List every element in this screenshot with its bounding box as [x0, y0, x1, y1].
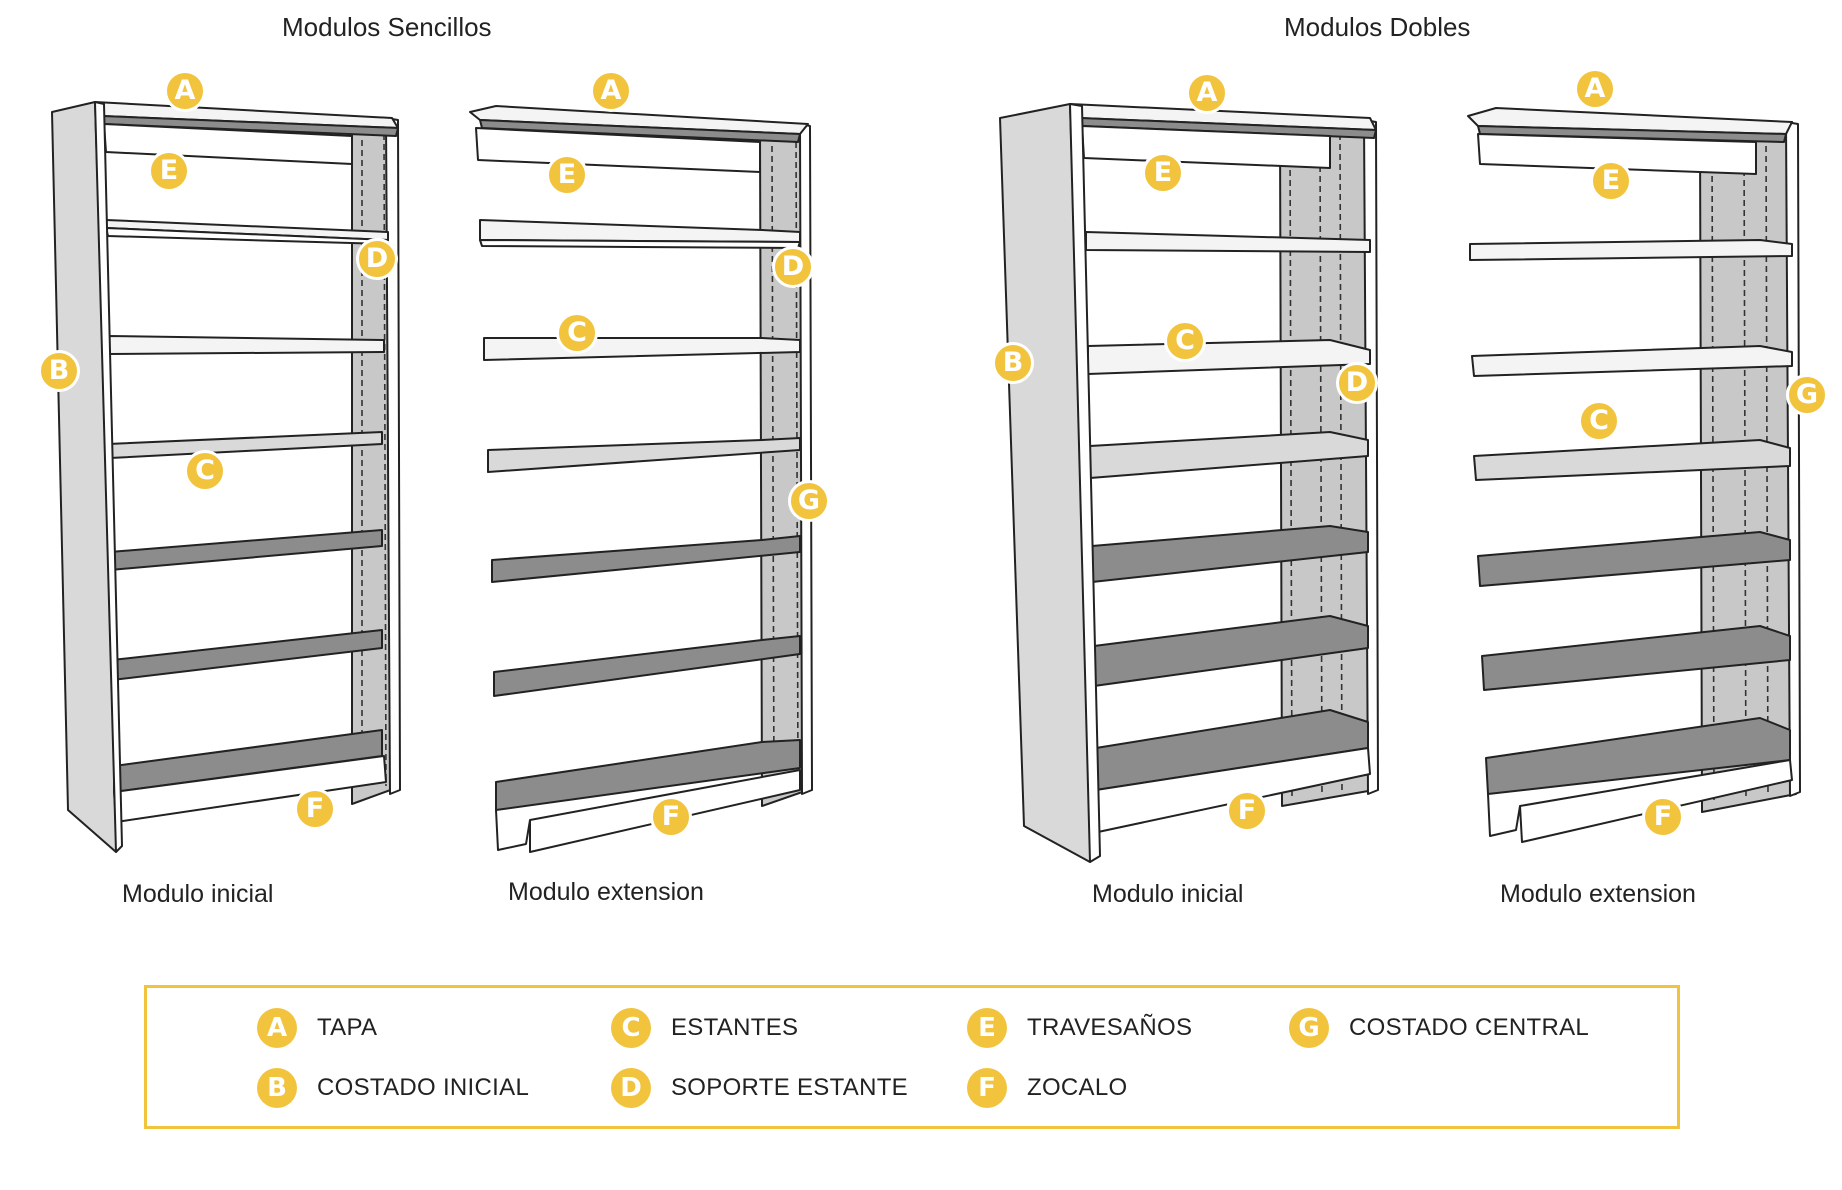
badge-c: C	[1164, 320, 1206, 362]
badge-c: C	[184, 450, 226, 492]
badge-c: C	[1578, 400, 1620, 442]
crossbar	[1477, 133, 1757, 175]
badge-a: A	[1186, 72, 1228, 114]
badge-c: C	[556, 312, 598, 354]
badge-g: G	[788, 480, 830, 522]
single-initial-label: Modulo inicial	[122, 880, 274, 908]
badge-f: F	[650, 796, 692, 838]
legend-badge: B	[257, 1068, 297, 1108]
double-initial-module	[999, 103, 1379, 863]
legend-label: COSTADO INICIAL	[317, 1074, 530, 1101]
badge-e: E	[148, 150, 190, 192]
badge-a: A	[1574, 68, 1616, 110]
legend-badge: E	[967, 1008, 1007, 1048]
badge-d: D	[356, 238, 398, 280]
legend-badge: A	[257, 1008, 297, 1048]
single-extension-module	[469, 105, 813, 853]
legend-label: ZOCALO	[1027, 1074, 1128, 1101]
legend-badge: G	[1289, 1008, 1329, 1048]
legend-item-costado-central: G COSTADO CENTRAL	[1289, 1008, 1589, 1048]
badge-e: E	[546, 154, 588, 196]
badge-e: E	[1142, 152, 1184, 194]
legend-badge: F	[967, 1068, 1007, 1108]
badge-d: D	[772, 246, 814, 288]
legend-item-costado-inicial: B COSTADO INICIAL	[257, 1068, 529, 1108]
badge-f: F	[1642, 796, 1684, 838]
badge-g: G	[1786, 374, 1828, 416]
double-initial-label: Modulo inicial	[1092, 880, 1244, 908]
legend-badge: C	[611, 1008, 651, 1048]
badge-a: A	[590, 70, 632, 112]
double-extension-module	[1467, 107, 1801, 843]
crossbar	[475, 127, 761, 173]
legend-item-soporte-estante: D SOPORTE ESTANTE	[611, 1068, 908, 1108]
badge-b: B	[992, 342, 1034, 384]
legend-label: ESTANTES	[671, 1014, 799, 1041]
legend-label: TRAVESAÑOS	[1027, 1014, 1193, 1041]
single-modules-heading: Modulos Sencillos	[282, 12, 492, 42]
single-extension-label: Modulo extension	[508, 878, 704, 906]
badge-a: A	[164, 70, 206, 112]
top-panel	[469, 105, 809, 135]
badge-d: D	[1336, 362, 1378, 404]
badge-f: F	[294, 788, 336, 830]
badge-b: B	[38, 350, 80, 392]
double-extension-label: Modulo extension	[1500, 880, 1696, 908]
legend-label: TAPA	[317, 1014, 378, 1041]
badge-e: E	[1590, 160, 1632, 202]
back-panel	[1279, 119, 1375, 807]
badge-f: F	[1226, 790, 1268, 832]
legend-label: COSTADO CENTRAL	[1349, 1014, 1590, 1041]
legend-label: SOPORTE ESTANTE	[671, 1074, 908, 1101]
legend-item-tapa: A TAPA	[257, 1008, 377, 1048]
legend-item-travesanos: E TRAVESAÑOS	[967, 1008, 1192, 1048]
legend-item-estantes: C ESTANTES	[611, 1008, 798, 1048]
legend-item-zocalo: F ZOCALO	[967, 1068, 1127, 1108]
single-initial-module	[51, 101, 401, 853]
double-modules-heading: Modulos Dobles	[1284, 12, 1471, 42]
legend-box: A TAPA B COSTADO INICIAL C ESTANTES D SO…	[144, 985, 1680, 1129]
legend-badge: D	[611, 1068, 651, 1108]
